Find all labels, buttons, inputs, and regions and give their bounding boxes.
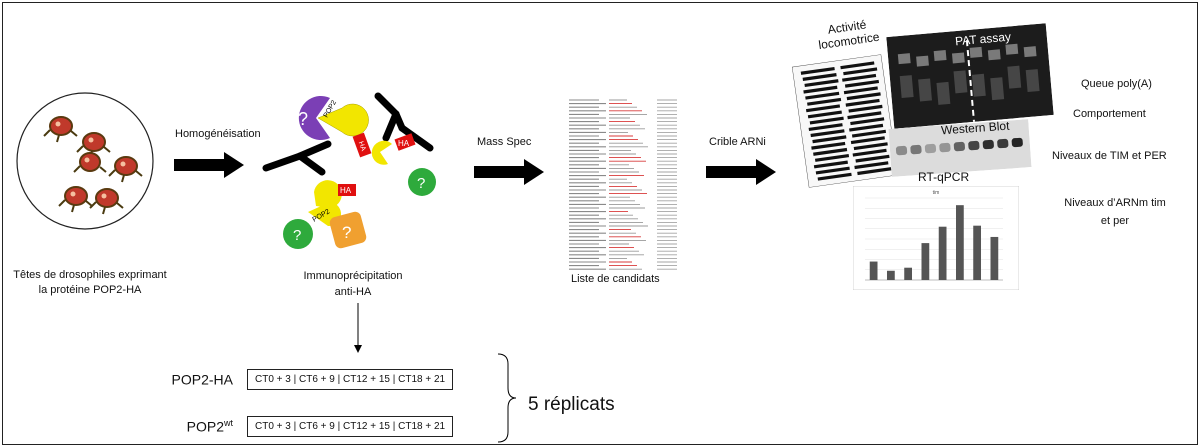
readout-behaviour: Comportement bbox=[1073, 108, 1146, 120]
chart-bar bbox=[869, 261, 878, 280]
pat-assay-gel bbox=[886, 23, 1054, 129]
fly-head bbox=[89, 188, 124, 215]
ha-label: HA bbox=[398, 139, 410, 148]
replicate-name: POP2wt bbox=[186, 418, 233, 435]
chart-bar bbox=[955, 205, 964, 280]
pop2-bait bbox=[317, 103, 369, 137]
unknown-mark: ? bbox=[298, 109, 308, 129]
antibody-right bbox=[374, 92, 434, 152]
ha-label: HA bbox=[340, 186, 352, 195]
timepoints-box: CT0 + 3 | CT6 + 9 | CT12 + 15 | CT18 + 2… bbox=[247, 416, 454, 437]
actogram-image bbox=[791, 54, 899, 188]
fly-heads-group bbox=[43, 116, 143, 215]
arrow-right-icon bbox=[706, 159, 776, 185]
pat-bands bbox=[897, 43, 1040, 105]
rnai-label: Crible ARNi bbox=[709, 136, 766, 148]
candidates-caption: Liste de candidats bbox=[571, 273, 660, 285]
antibody-left bbox=[262, 140, 332, 176]
unknown-protein-orange bbox=[329, 211, 367, 249]
fly-head bbox=[73, 152, 107, 173]
heads-caption-line1: Têtes de drosophiles exprimant bbox=[13, 269, 167, 281]
fly-head bbox=[58, 186, 93, 213]
heads-caption-line2: la protéine POP2-HA bbox=[38, 284, 142, 296]
unknown-protein-green bbox=[408, 168, 436, 196]
replicates-summary: 5 réplicats bbox=[528, 394, 615, 415]
western-bands bbox=[895, 137, 1023, 156]
pop2-bait bbox=[371, 140, 392, 165]
fly-head bbox=[76, 132, 111, 159]
chart-bar bbox=[990, 236, 999, 280]
unknown-protein-purple bbox=[298, 96, 330, 140]
rtqpcr-chart: tim bbox=[853, 186, 1019, 290]
homogenisation-label: Homogénéisation bbox=[175, 128, 261, 140]
western-blot-image bbox=[888, 119, 1032, 177]
readout-mrna: Niveaux d’ARNm tim et per bbox=[1050, 194, 1180, 230]
rtqpcr-title: RT-qPCR bbox=[918, 170, 970, 184]
chart-bar bbox=[973, 225, 982, 280]
readout-mrna-line2: et per bbox=[1100, 215, 1130, 227]
readout-tim-per: Niveaux de TIM et PER bbox=[1052, 150, 1167, 162]
chart-bar bbox=[904, 267, 913, 280]
unknown-mark: ? bbox=[417, 175, 425, 192]
brace-icon bbox=[497, 353, 517, 443]
arrow-down-icon bbox=[354, 303, 362, 353]
ip-caption-line2: anti-HA bbox=[334, 286, 372, 298]
fly-heads-circle bbox=[16, 92, 154, 230]
chart-bar bbox=[921, 243, 930, 280]
chart-bar bbox=[886, 270, 895, 280]
ha-tag bbox=[352, 132, 372, 158]
unknown-mark: ? bbox=[293, 227, 301, 244]
pop2-bait bbox=[314, 180, 342, 208]
mass-spec-label: Mass Spec bbox=[477, 136, 532, 148]
ha-label: HA bbox=[357, 141, 367, 153]
arrow-right-icon bbox=[474, 159, 544, 185]
ha-tag bbox=[394, 133, 416, 151]
chart-title: tim bbox=[933, 190, 940, 196]
fly-head bbox=[43, 116, 78, 143]
replicate-row-pop2-ha: POP2-HA CT0 + 3 | CT6 + 9 | CT12 + 15 | … bbox=[137, 369, 454, 390]
candidate-spreadsheet bbox=[565, 96, 685, 276]
ip-caption: Immunoprécipitation anti-HA bbox=[278, 268, 428, 300]
arrow-right-icon bbox=[174, 152, 244, 178]
timepoints-box: CT0 + 3 | CT6 + 9 | CT12 + 15 | CT18 + 2… bbox=[247, 369, 454, 390]
immunoprecipitation-diagram: ? POP2 HA HA ? HA ? POP2 ? bbox=[262, 92, 436, 249]
replicate-name: POP2-HA bbox=[171, 371, 233, 388]
chart-bar bbox=[938, 226, 947, 280]
fly-head bbox=[108, 156, 143, 183]
ip-caption-line1: Immunoprécipitation bbox=[303, 270, 403, 282]
unknown-protein-green bbox=[283, 219, 313, 249]
replicate-row-pop2-wt: POP2wt CT0 + 3 | CT6 + 9 | CT12 + 15 | C… bbox=[137, 416, 454, 437]
heads-caption: Têtes de drosophiles exprimant la protéi… bbox=[10, 268, 170, 298]
readout-polya: Queue poly(A) bbox=[1081, 78, 1152, 90]
unknown-mark: ? bbox=[342, 223, 351, 242]
ha-tag bbox=[338, 184, 356, 196]
chart-bars bbox=[869, 205, 999, 280]
readout-mrna-line1: Niveaux d’ARNm tim bbox=[1064, 197, 1166, 209]
actogram-bars bbox=[800, 61, 892, 181]
